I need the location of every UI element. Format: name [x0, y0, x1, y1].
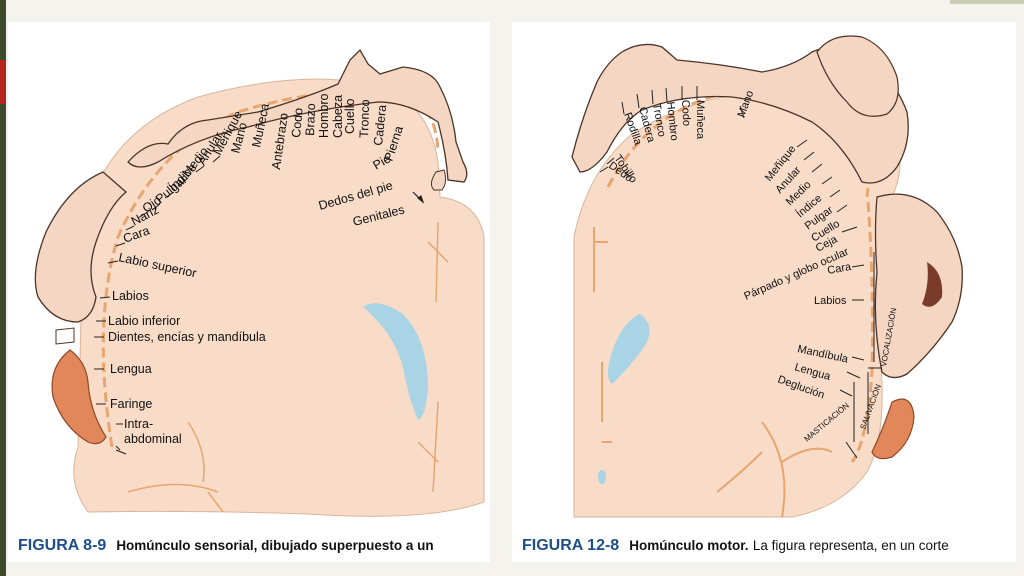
sulcus-lines	[127, 221, 449, 513]
leader-lines	[94, 155, 221, 451]
label-hombro: Hombro	[664, 101, 680, 141]
motor-homunculus-diagram: Tobillo Dedo Rodilla Cadera Tronco Hombr…	[571, 35, 963, 518]
label-labios: Labios	[814, 295, 847, 307]
brain-section	[73, 78, 485, 517]
homunculus-foot	[430, 169, 447, 191]
figure-caption-right: FIGURA 12-8 Homúnculo motor. La figura re…	[522, 537, 949, 555]
motor-homunculus-panel: Tobillo Dedo Rodilla Cadera Tronco Hombr…	[512, 22, 1016, 562]
label-hombro: Hombro	[317, 93, 331, 138]
caption-title: Homúnculo sensorial, dibujado superpuest…	[116, 538, 434, 553]
slide-side-bar	[0, 0, 6, 576]
label-intra: Intra-	[124, 417, 153, 431]
homunculus-mouth	[922, 262, 943, 307]
caption-number: FIGURA 12-8	[522, 537, 620, 554]
label-codo: Codo	[289, 107, 306, 138]
decor-stripe-top	[950, 0, 1024, 4]
label-cara: Cara	[826, 261, 852, 277]
label-codo: Codo	[679, 100, 692, 127]
label-lengua: Lengua	[110, 362, 152, 376]
label-dientes: Dientes, encías y mandíbula	[108, 330, 266, 344]
ventricle-shape	[363, 303, 428, 420]
cortex-dashed-outline-lower	[850, 201, 874, 463]
homunculus-body	[571, 43, 909, 184]
label-brazo: Brazo	[303, 103, 318, 136]
label-faringe: Faringe	[110, 397, 152, 411]
caption-text: La figura representa, en un corte	[752, 538, 949, 553]
arrow-marks	[115, 191, 425, 455]
homunculus-tongue	[51, 349, 107, 445]
label-cabeza: Cabeza	[331, 95, 345, 138]
caption-number: FIGURA 8-9	[18, 537, 107, 554]
homunculus-body	[127, 48, 468, 183]
homunculus-face	[874, 193, 963, 379]
label-cuello: Cuello	[343, 99, 357, 134]
homunculus-hand	[816, 35, 899, 117]
ventricle-small	[598, 470, 606, 484]
sensory-homunculus-panel: Meñique Anular Medio Índice Pulgar Ojo N…	[8, 22, 490, 562]
label-labio-inferior: Labio inferior	[108, 314, 180, 328]
leader-lines	[599, 86, 865, 397]
label-abdominal: abdominal	[124, 432, 182, 446]
slide-accent-mark	[0, 60, 6, 104]
sulcus-lines	[593, 227, 833, 518]
figure-caption-left: FIGURA 8-9 Homúnculo sensorial, dibujado …	[18, 537, 434, 555]
label-tronco: Tronco	[357, 99, 372, 138]
ventricle-shape	[608, 314, 650, 384]
label-cadera: Cadera	[371, 104, 389, 146]
label-labios: Labios	[112, 289, 149, 303]
bracket-lines	[845, 252, 882, 459]
homunculus-tongue	[871, 398, 915, 460]
caption-title: Homúnculo motor.	[629, 538, 749, 553]
label-tronco: Tronco	[650, 102, 668, 137]
homunculus-teeth	[55, 327, 75, 345]
homunculus-face	[34, 171, 128, 323]
label-muneca: Muñeca	[694, 100, 706, 140]
sensory-homunculus-diagram: Meñique Anular Medio Índice Pulgar Ojo N…	[34, 48, 485, 517]
